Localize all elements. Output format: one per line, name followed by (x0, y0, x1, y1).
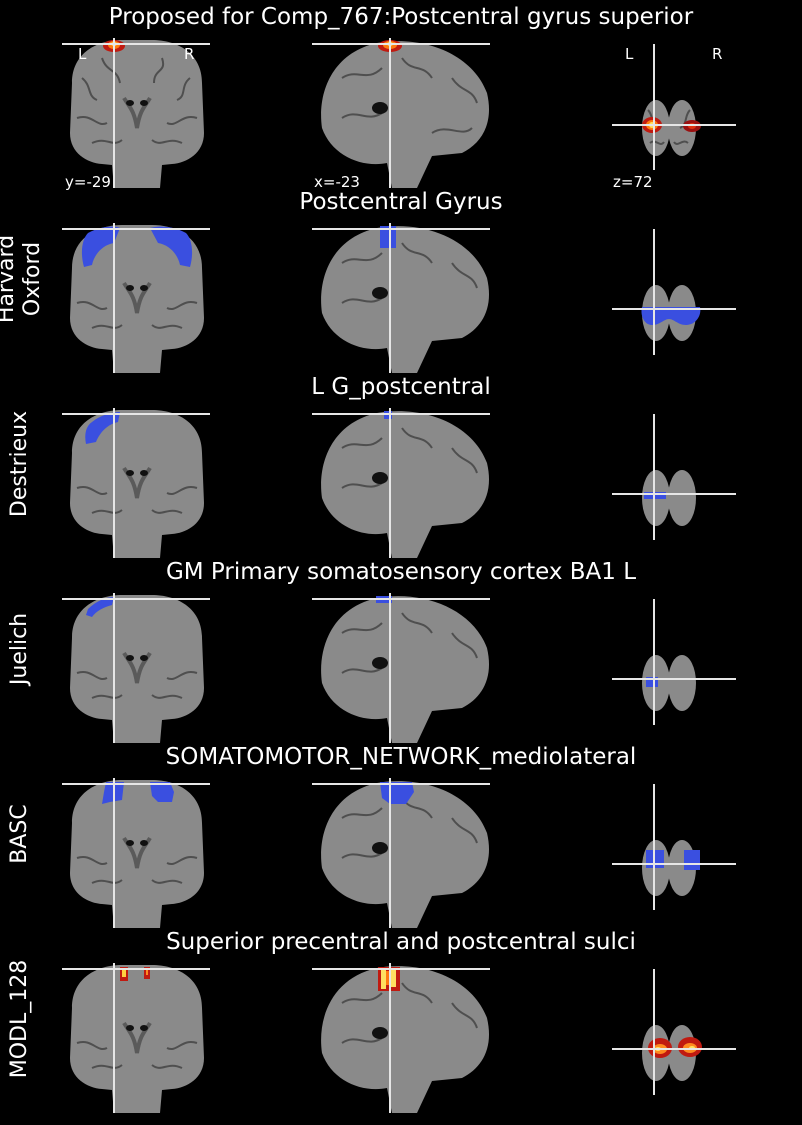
sagittal-view (312, 963, 490, 1113)
row-component: Proposed for Comp_767:Postcentral gyrus … (0, 0, 802, 190)
sagittal-view (312, 223, 490, 373)
axial-view (612, 784, 736, 910)
atlas-overlay (380, 782, 414, 804)
atlas-overlay (81, 226, 193, 267)
coronal-view (62, 408, 210, 558)
atlas-name: MODL_128 (7, 959, 32, 1079)
region-title: Postcentral Gyrus (299, 189, 503, 215)
coronal-view (62, 963, 210, 1113)
region-title: SOMATOMOTOR_NETWORK_mediolateral (165, 744, 637, 770)
sagittal-view (312, 778, 490, 928)
axial-view (612, 599, 736, 725)
atlas-name: Destrieux (7, 410, 32, 518)
row-atlas: SOMATOMOTOR_NETWORK_mediolateral BASC (0, 740, 802, 928)
row-atlas: Superior precentral and postcentral sulc… (0, 925, 802, 1113)
axial-view (612, 44, 736, 170)
region-title: Superior precentral and postcentral sulc… (166, 929, 636, 955)
axial-view (612, 969, 736, 1095)
orientation-left-label: L (625, 45, 634, 63)
orientation-left-label: L (78, 45, 87, 63)
figure-title: Proposed for Comp_767:Postcentral gyrus … (108, 4, 694, 30)
atlas-name: BASC (7, 804, 32, 864)
atlas-overlay (380, 226, 396, 248)
sagittal-view (312, 408, 490, 558)
coronal-view (62, 778, 210, 928)
atlas-name: Juelich (7, 612, 32, 686)
row-atlas: Postcentral Gyrus Harvard Oxford (0, 185, 802, 373)
atlas-overlay (85, 412, 120, 444)
sagittal-coordinate: x=-23 (314, 173, 360, 191)
orientation-right-label: R (712, 45, 723, 63)
axial-coordinate: z=72 (613, 173, 653, 191)
sagittal-view (312, 38, 490, 189)
axial-view (612, 229, 736, 355)
atlas-overlay (641, 307, 701, 325)
coronal-view (62, 38, 210, 188)
coronal-view (62, 593, 210, 743)
atlas-overlay (646, 677, 658, 687)
heat-overlay (120, 967, 150, 981)
row-atlas: GM Primary somatosensory cortex BA1 L Ju… (0, 555, 802, 743)
region-title: GM Primary somatosensory cortex BA1 L (165, 559, 637, 585)
atlas-overlay (86, 597, 114, 617)
orientation-right-label: R (184, 45, 195, 63)
region-title: L G_postcentral (311, 374, 491, 400)
sagittal-view (312, 593, 490, 743)
atlas-name: Harvard Oxford (0, 234, 45, 324)
coronal-coordinate: y=-29 (65, 173, 111, 191)
row-atlas: L G_postcentral Destrieux (0, 370, 802, 558)
coronal-view (62, 223, 210, 373)
axial-view (612, 414, 736, 540)
